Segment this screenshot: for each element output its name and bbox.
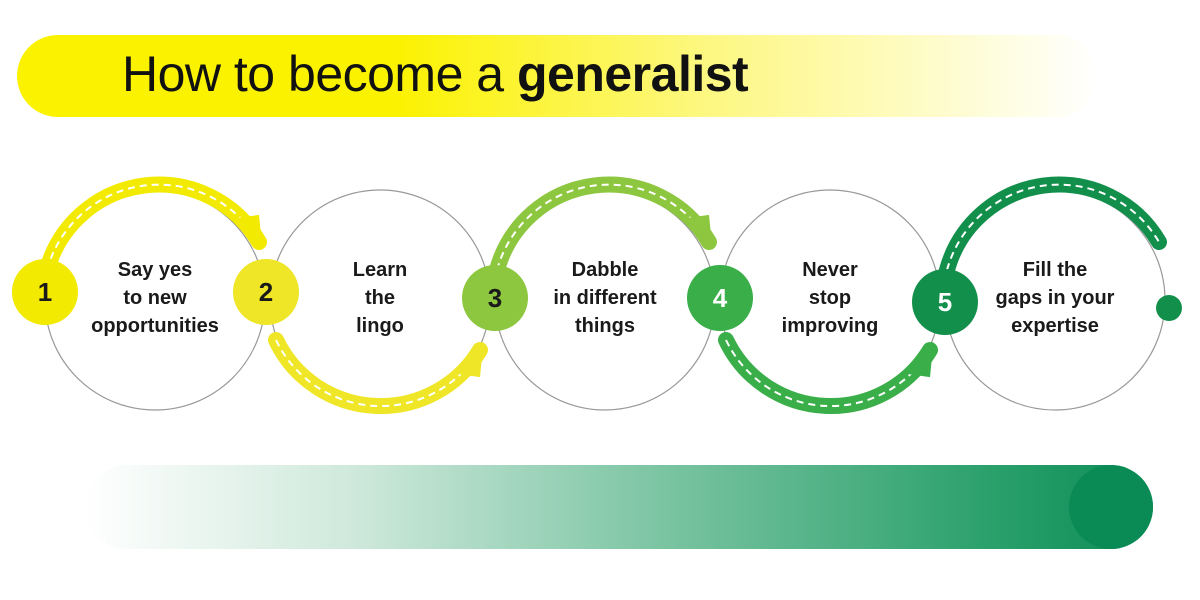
step-label-line: improving	[781, 315, 879, 337]
connector-arc-4	[718, 332, 938, 415]
step-label-line: Never	[802, 259, 858, 281]
step-number-badge-1: 1	[12, 259, 78, 325]
step-label-line: opportunities	[91, 315, 219, 337]
connector-arcs	[39, 176, 1182, 415]
arc-arrowhead	[906, 341, 934, 378]
title-banner	[17, 35, 1097, 117]
step-label-5: Fill the gaps in your expertise	[965, 256, 1145, 340]
step-label-line: stop	[808, 287, 852, 309]
step-label-line: things	[575, 315, 635, 337]
page-title: How to become a generalist	[122, 38, 749, 110]
step-label-3: Dabble in different things	[515, 256, 695, 340]
step-label-line: in different	[553, 287, 657, 309]
connector-arc-1	[39, 176, 267, 278]
step-label-1: Say yes to new opportunities	[65, 256, 245, 340]
arc-band	[268, 332, 488, 415]
step-number-badge-3: 3	[462, 265, 528, 331]
step-label-line: the	[365, 287, 395, 309]
arc-arrowhead	[685, 214, 713, 251]
step-label-line: Say yes	[117, 259, 193, 281]
connector-arc-3	[489, 176, 717, 278]
arc-end-dot	[1156, 295, 1182, 321]
arc-arrowhead	[235, 214, 263, 251]
step-label-line: lingo	[356, 315, 404, 337]
connector-arc-2	[268, 332, 488, 415]
step-number-badge-2: 2	[233, 259, 299, 325]
step-label-4: Never stop improving	[740, 256, 920, 340]
step-label-line: Learn	[352, 259, 408, 281]
title-bold: generalist	[516, 46, 749, 102]
arc-arrowhead	[456, 341, 484, 378]
step-label-line: gaps in your	[995, 287, 1115, 309]
title-regular: How to become a	[122, 46, 517, 102]
bottom-bar-cap	[1069, 465, 1153, 549]
arc-dash	[275, 339, 481, 408]
step-label-line: expertise	[1011, 315, 1099, 337]
step-label-2: Learn the lingo	[290, 256, 470, 340]
arc-dash	[496, 183, 710, 271]
bottom-gradient-bar	[85, 465, 1153, 549]
arc-dash	[46, 183, 260, 271]
step-label-line: Dabble	[571, 259, 639, 281]
arc-dash	[725, 339, 931, 408]
connector-arc-5	[939, 176, 1182, 321]
step-label-line: Fill the	[1022, 259, 1088, 281]
arc-dash	[946, 183, 1160, 271]
arc-band	[718, 332, 938, 415]
step-number-badge-4: 4	[687, 265, 753, 331]
step-number-badge-5: 5	[912, 269, 978, 335]
step-label-line: to new	[123, 287, 187, 309]
